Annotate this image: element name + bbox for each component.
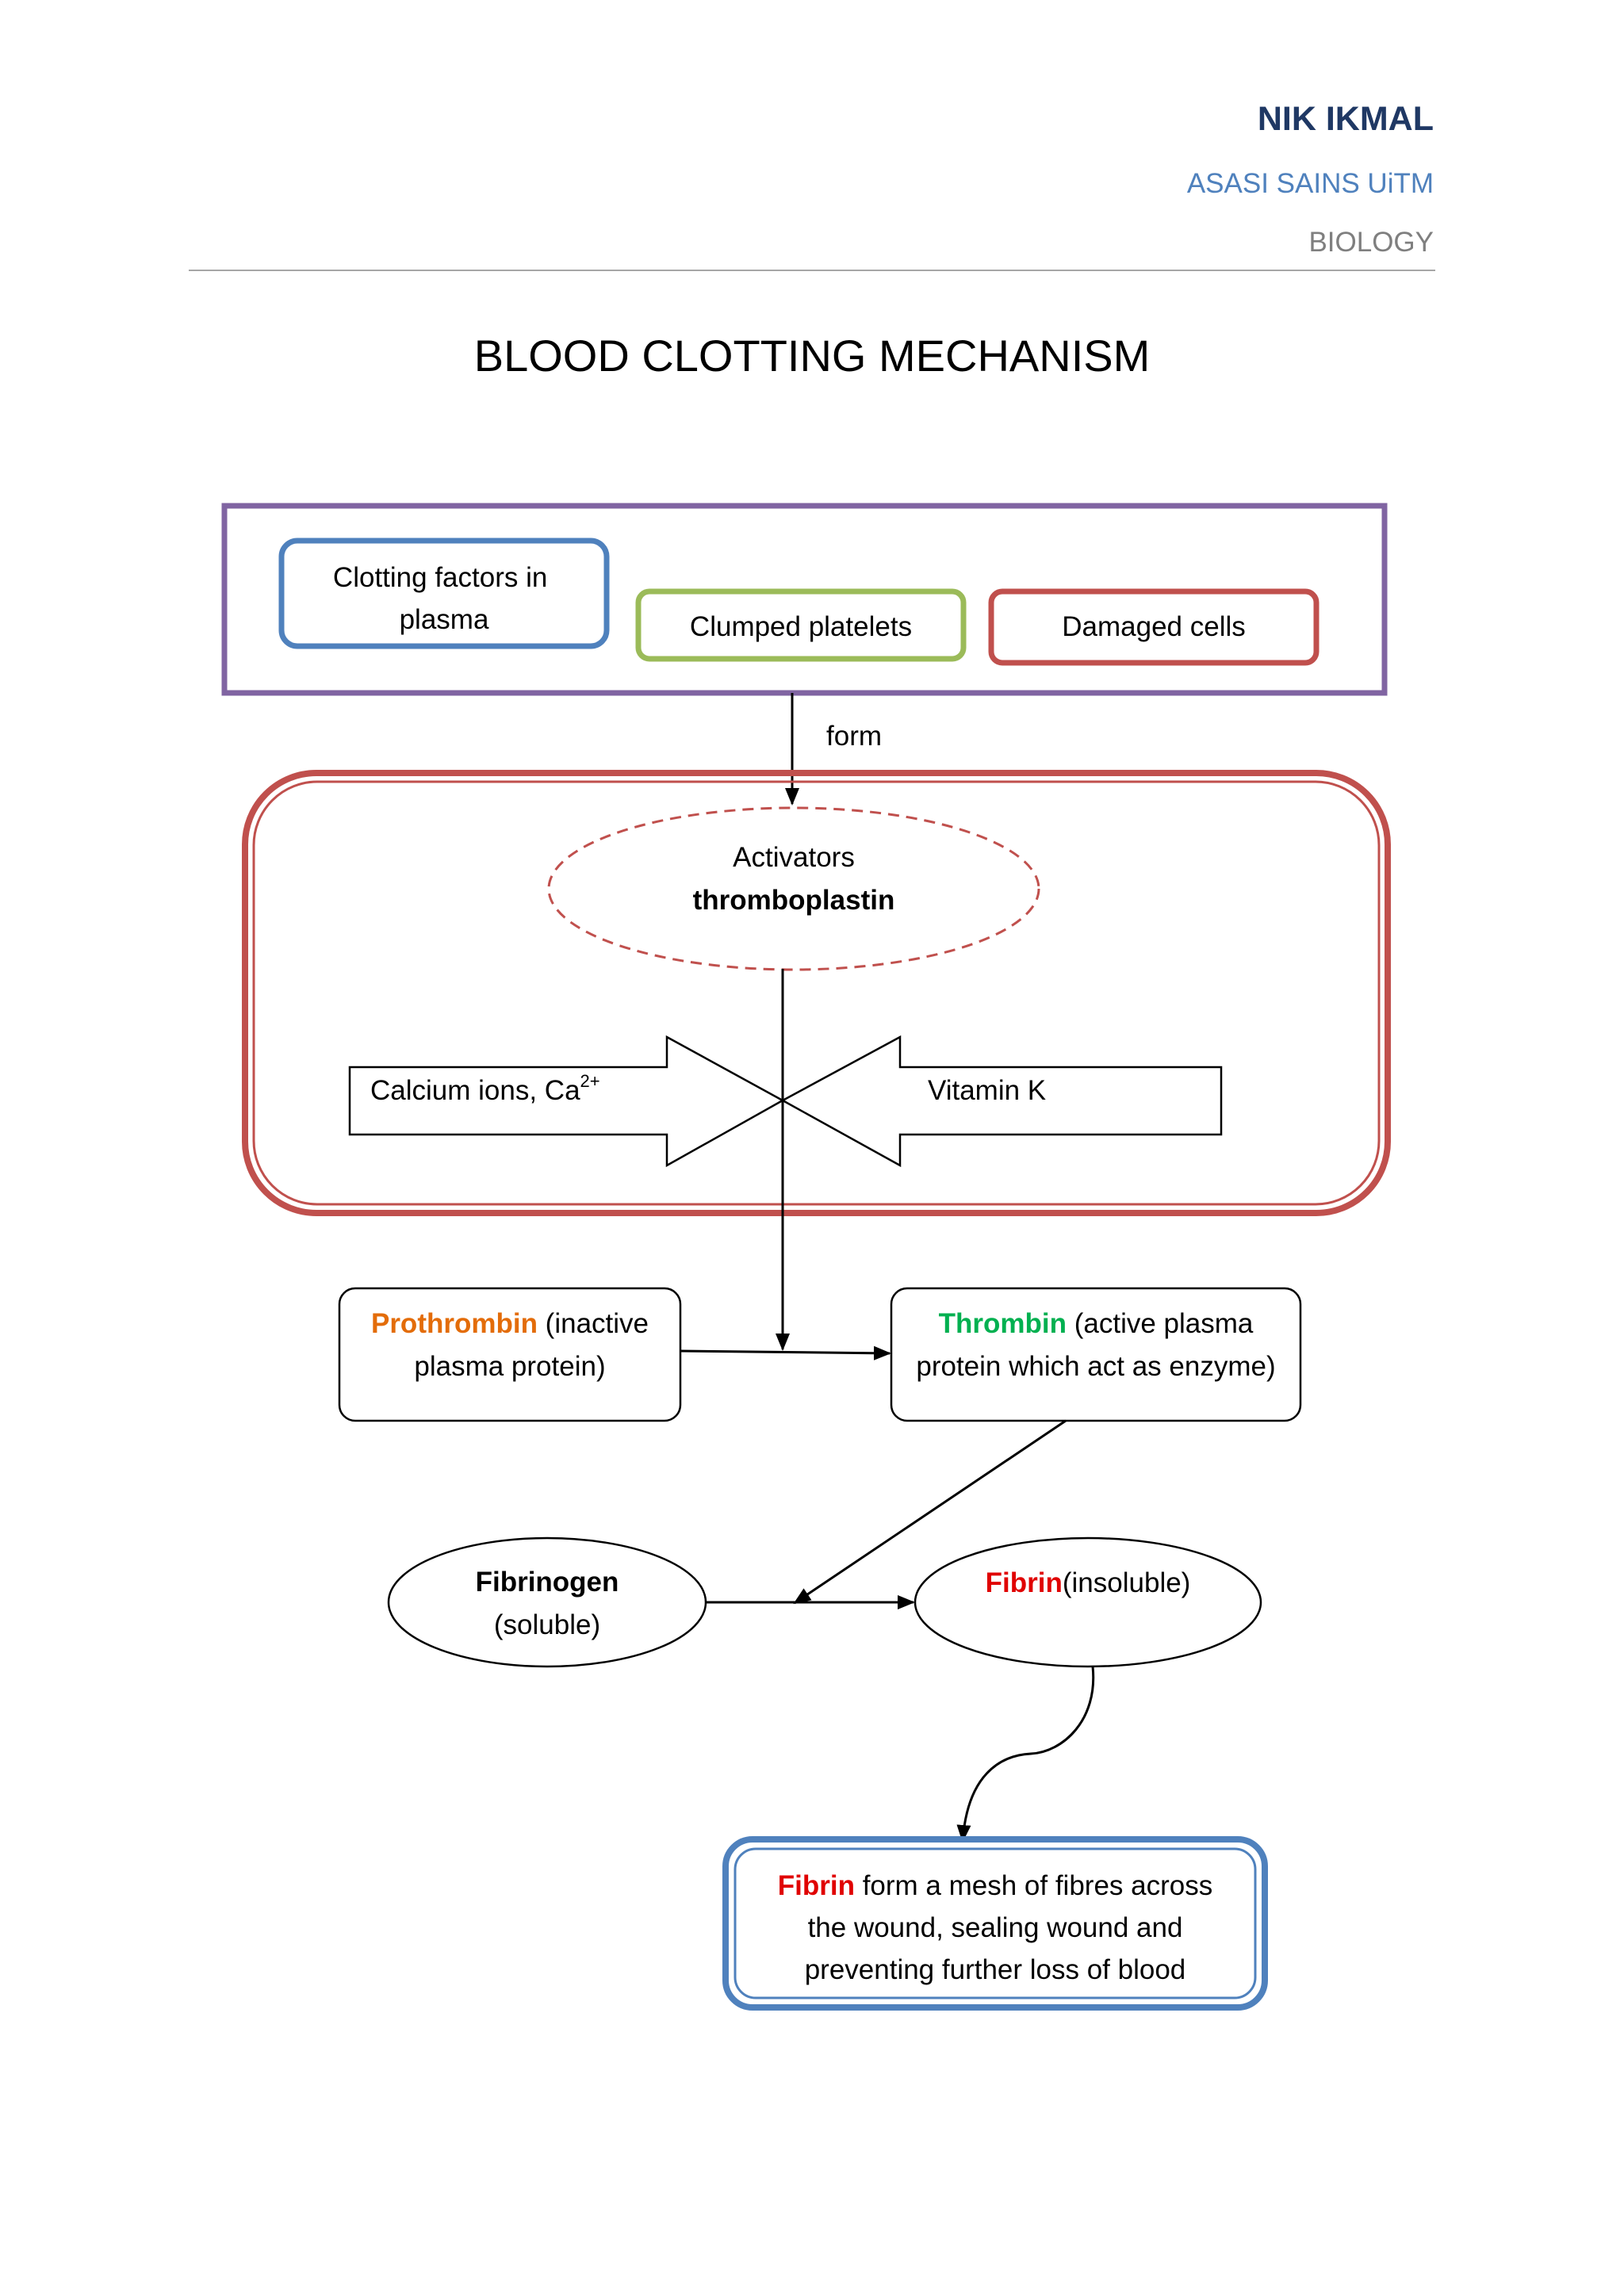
calcium-text: Calcium ions, Ca	[370, 1075, 580, 1106]
clumped-platelets-box	[635, 588, 967, 662]
header-divider	[189, 270, 1435, 271]
result-box-inner	[733, 1847, 1257, 1999]
calcium-superscript: 2+	[580, 1071, 600, 1091]
thrombin-catalyst-arrow	[793, 1419, 1067, 1605]
thrombin-name: Thrombin	[939, 1308, 1067, 1339]
thrombin-desc1: (active plasma	[1067, 1308, 1254, 1339]
prothrombin-desc1: (inactive	[538, 1308, 649, 1339]
prothrombin-name: Prothrombin	[371, 1308, 538, 1339]
fibrinogen-desc: (soluble)	[494, 1609, 600, 1640]
form-label: form	[826, 721, 882, 752]
prothrombin-box	[338, 1287, 682, 1422]
header-subject: BIOLOGY	[1308, 227, 1434, 258]
vitamin-k-label: Vitamin K	[928, 1075, 1046, 1106]
result-line2: the wound, sealing wound and	[808, 1912, 1183, 1943]
fibrin-to-result-arrow	[956, 1666, 1095, 1843]
prothrombin-label: Prothrombin (inactive	[371, 1308, 649, 1339]
activation-box-outer	[242, 770, 1391, 1216]
thrombin-desc2: protein which act as enzyme)	[916, 1351, 1275, 1382]
header-institution: ASASI SAINS UiTM	[1186, 168, 1434, 199]
fibrinogen-name: Fibrinogen	[476, 1567, 619, 1598]
sources-group-box	[221, 503, 1388, 696]
fibrin-label: Fibrin(insoluble)	[986, 1567, 1191, 1598]
result-fibrin-name: Fibrin	[778, 1870, 855, 1901]
result-line3: preventing further loss of blood	[805, 1954, 1186, 1985]
result-box-outer	[722, 1836, 1268, 2011]
clotting-factors-label: Clotting factors in plasma	[333, 562, 555, 635]
thrombin-box	[890, 1287, 1302, 1422]
thrombin-label: Thrombin (active plasma	[939, 1308, 1254, 1339]
damaged-cells-box	[988, 588, 1320, 666]
calcium-label: Calcium ions, Ca2+	[370, 1071, 600, 1106]
result-desc1: form a mesh of fibres across	[855, 1870, 1212, 1901]
thromboplastin-label: thromboplastin	[693, 885, 895, 916]
prothrombin-desc2: plasma protein)	[414, 1351, 605, 1382]
activators-label: Activators	[733, 842, 855, 873]
page-title: BLOOD CLOTTING MECHANISM	[473, 331, 1151, 381]
calcium-block-arrow	[348, 1035, 785, 1168]
clotting-factors-line2: plasma	[400, 604, 489, 635]
fibrin-desc: (insoluble)	[1063, 1567, 1190, 1598]
fibrin-ellipse	[914, 1536, 1262, 1668]
clotting-factors-box	[278, 538, 610, 649]
result-line1: Fibrin form a mesh of fibres across	[778, 1870, 1212, 1901]
fibrinogen-ellipse	[387, 1536, 707, 1668]
damaged-cells-label: Damaged cells	[1062, 611, 1246, 642]
vitamin-k-block-arrow	[780, 1035, 1223, 1168]
clumped-platelets-label: Clumped platelets	[690, 611, 912, 642]
header-author: NIK IKMAL	[1257, 100, 1434, 138]
activation-box-inner	[252, 780, 1381, 1206]
activators-ellipse	[547, 806, 1040, 971]
fibrin-name: Fibrin	[986, 1567, 1063, 1598]
clotting-factors-line1: Clotting factors in	[333, 562, 547, 593]
prothrombin-to-thrombin-arrow	[680, 1345, 891, 1360]
